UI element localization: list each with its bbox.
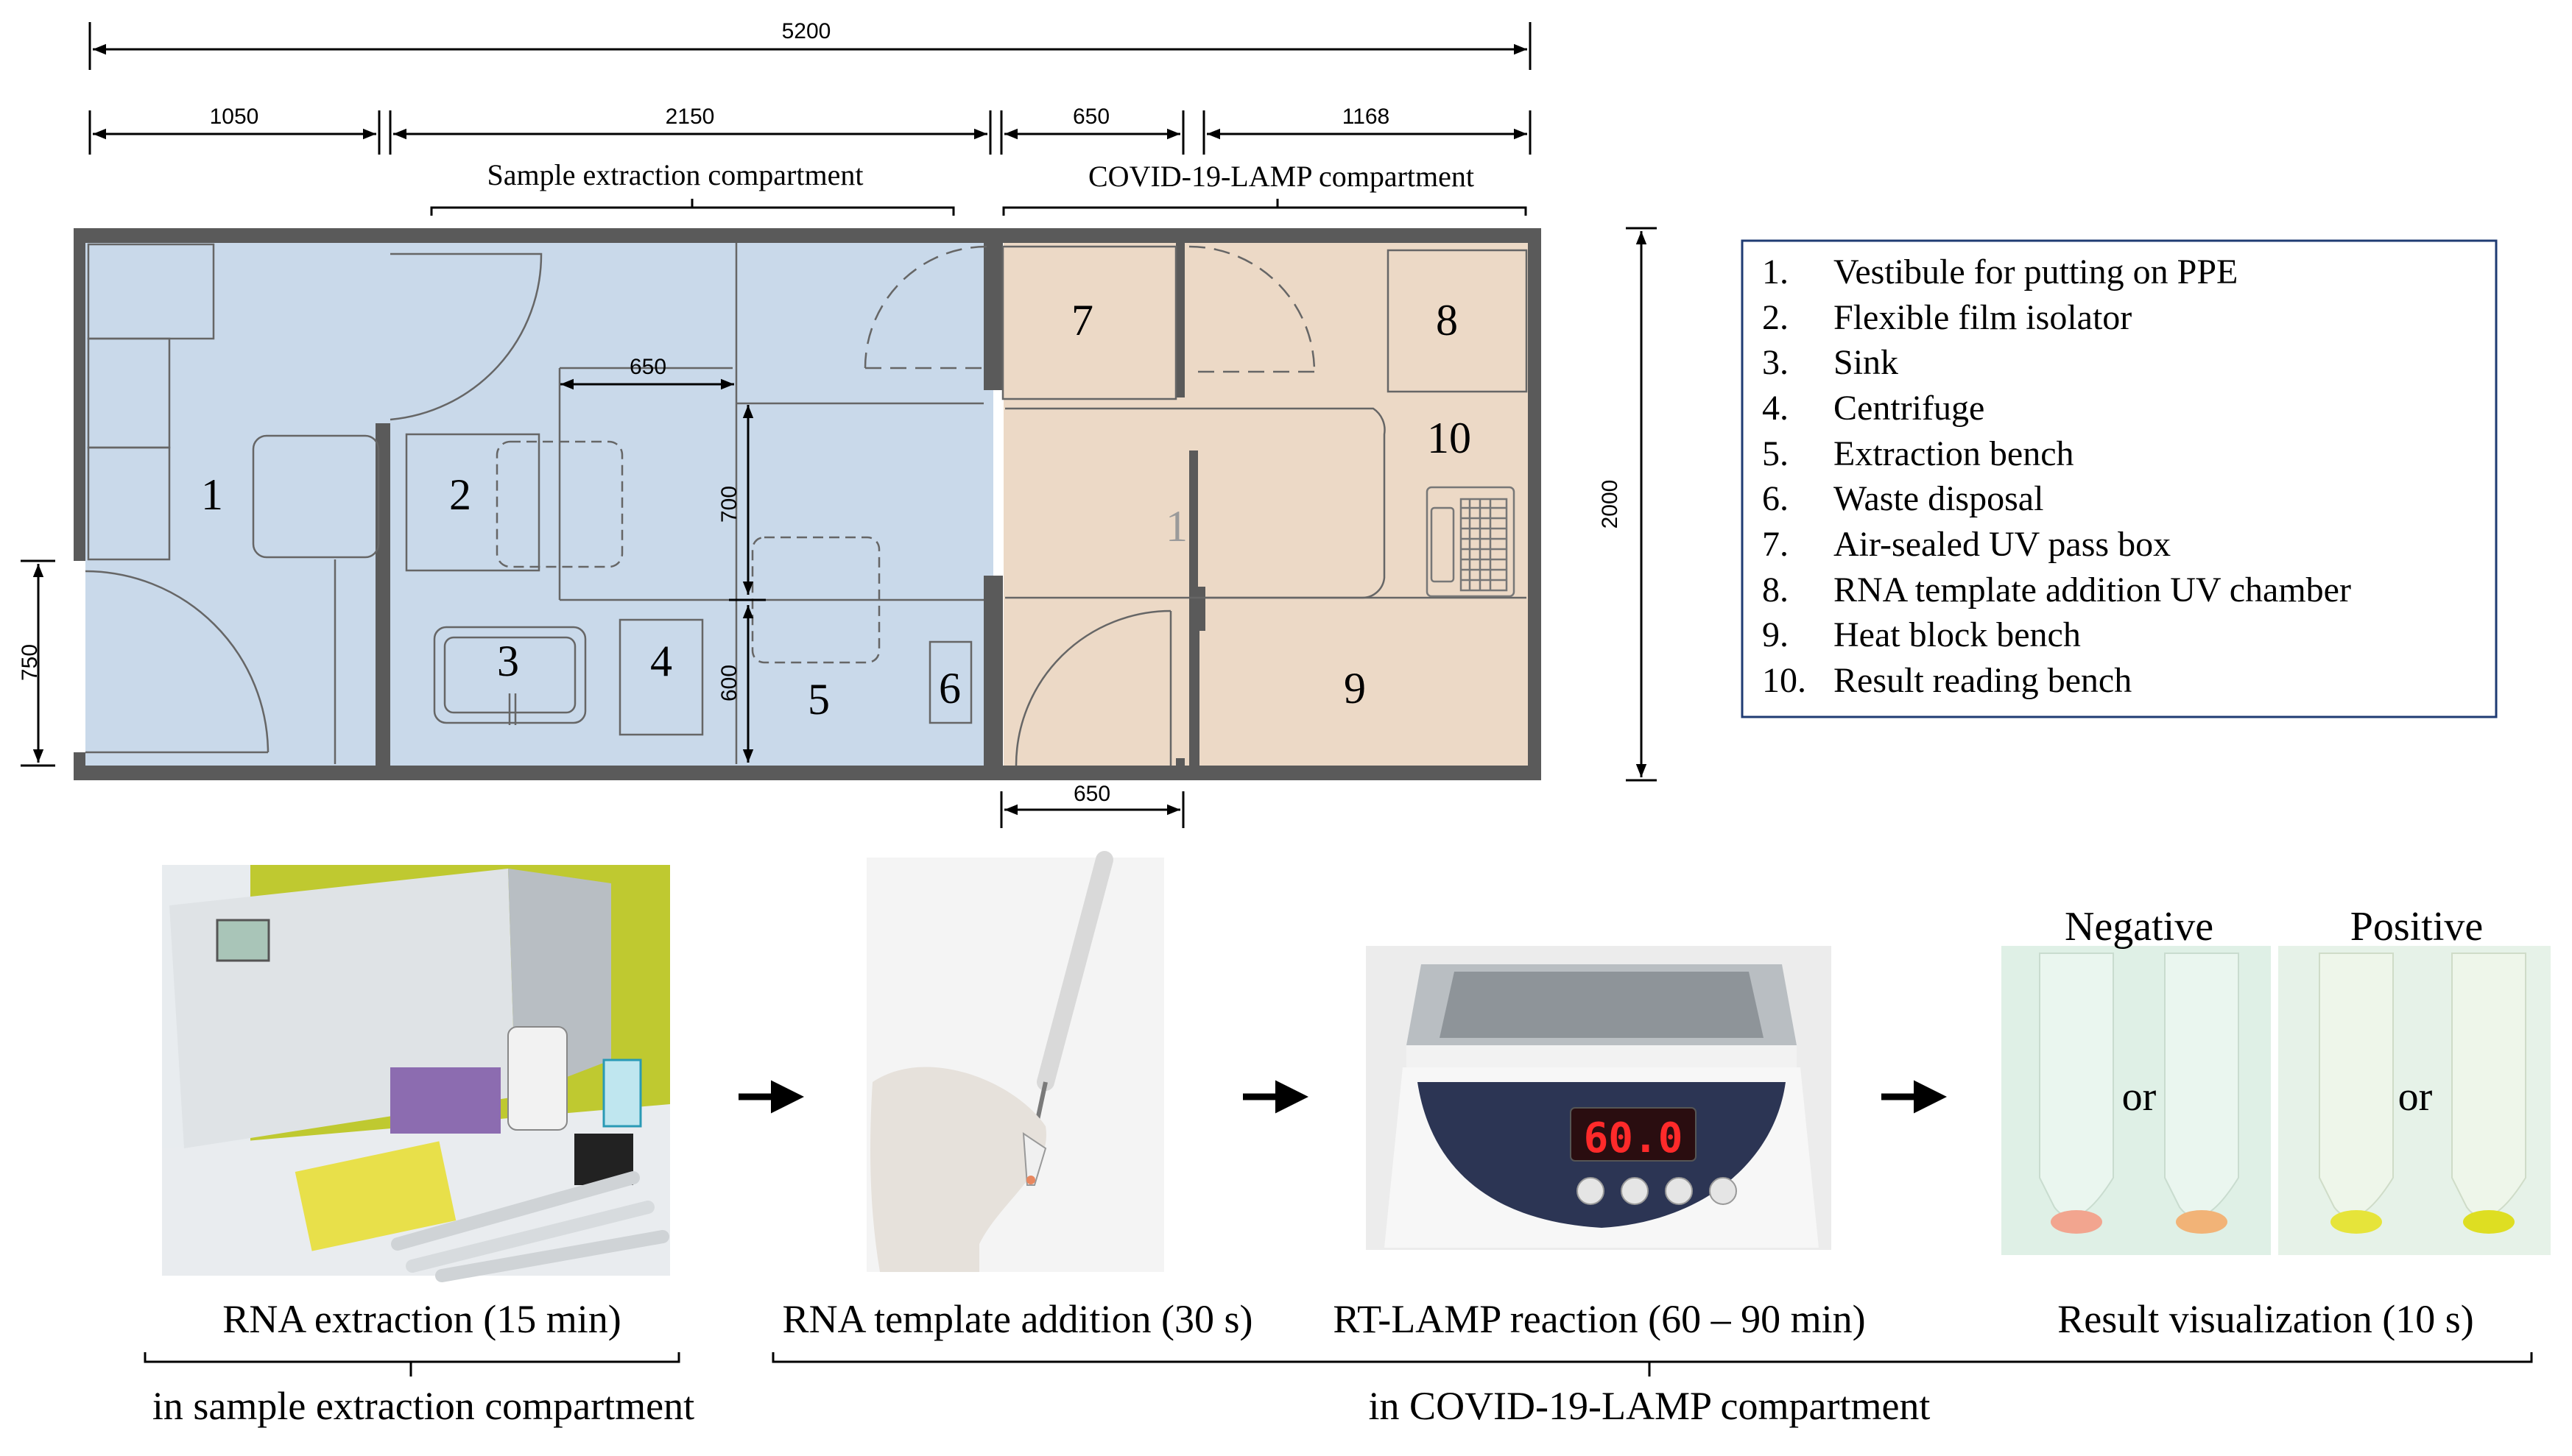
vestibule-fixtures — [85, 243, 380, 764]
group-brackets — [144, 1352, 2533, 1377]
room-number-7: 7 — [1071, 296, 1093, 344]
step3-caption: RT-LAMP reaction (60 – 90 min) — [1333, 1297, 1865, 1341]
dim-door-sample: 650 — [630, 355, 666, 379]
room-number-1: 1 — [201, 470, 223, 519]
sample-compartment-label: Sample extraction compartment — [487, 158, 864, 191]
legend-label-8: RNA template addition UV chamber — [1833, 570, 2351, 609]
photo-result-visualization — [2001, 946, 2551, 1255]
room-number-faded: 1 — [1166, 502, 1188, 551]
legend-num-7: 7. — [1762, 525, 1789, 564]
step4-caption: Result visualization (10 s) — [2057, 1297, 2473, 1341]
dim-height-750: 750 — [18, 644, 42, 681]
photo-rt-lamp-reaction: 60.0 — [1366, 946, 1831, 1250]
dim-height-2000: 2000 — [1598, 480, 1622, 529]
step2-caption: RNA template addition (30 s) — [783, 1297, 1253, 1341]
room-number-10: 10 — [1427, 414, 1471, 462]
legend-label-9: Heat block bench — [1833, 615, 2081, 654]
room-number-5: 5 — [808, 675, 830, 724]
legend-label-10: Result reading bench — [1833, 661, 2132, 700]
lamp-compartment-label: COVID-19-LAMP compartment — [1088, 160, 1474, 193]
legend-num-1: 1. — [1762, 252, 1789, 291]
dim-seg1: 1050 — [210, 105, 259, 129]
legend-num-9: 9. — [1762, 615, 1789, 654]
dim-seg2: 2150 — [666, 105, 715, 129]
room-number-6: 6 — [939, 664, 961, 713]
dim-seg4: 1168 — [1342, 105, 1390, 129]
legend-num-8: 8. — [1762, 570, 1789, 609]
walls — [74, 228, 1541, 780]
legend-label-5: Extraction bench — [1833, 434, 2074, 473]
room-number-2: 2 — [449, 470, 471, 519]
legend-label-6: Waste disposal — [1833, 479, 2043, 518]
dim-height-600: 600 — [717, 665, 741, 702]
dim-seg3: 650 — [1073, 105, 1110, 129]
photo-rna-template-addition — [867, 851, 1164, 1272]
legend-num-10: 10. — [1762, 661, 1806, 700]
dimension-lines — [88, 22, 1532, 216]
laptop-icon — [1426, 486, 1515, 598]
dim-total: 5200 — [782, 19, 831, 43]
step1-caption: RNA extraction (15 min) — [222, 1297, 621, 1341]
legend-num-6: 6. — [1762, 479, 1789, 518]
inner-dimension-lines — [21, 227, 1657, 828]
legend-label-1: Vestibule for putting on PPE — [1833, 252, 2238, 291]
negative-label: Negative — [2065, 904, 2213, 950]
floor-plan: 650 700 600 2000 750 650 1 2 3 4 5 6 7 8… — [18, 227, 1657, 828]
incubator-display: 60.0 — [1584, 1114, 1683, 1162]
lamp-room-fixtures — [1001, 245, 1528, 766]
dim-door-lamp: 650 — [1074, 782, 1110, 806]
room-number-8: 8 — [1436, 296, 1458, 344]
legend-label-4: Centrifuge — [1833, 389, 1984, 428]
extraction-room-fixtures — [390, 243, 987, 764]
dim-height-700: 700 — [717, 486, 741, 523]
positive-label: Positive — [2350, 904, 2483, 950]
group1-caption: in sample extraction compartment — [152, 1384, 694, 1428]
room-number-9: 9 — [1344, 664, 1366, 713]
legend-num-2: 2. — [1762, 298, 1789, 337]
or-label-positive: or — [2398, 1074, 2433, 1120]
legend-num-3: 3. — [1762, 343, 1789, 382]
or-label-negative: or — [2122, 1074, 2157, 1120]
legend-label-7: Air-sealed UV pass box — [1833, 525, 2171, 564]
room-number-4: 4 — [650, 637, 672, 685]
photo-rna-extraction — [162, 865, 670, 1282]
legend-num-5: 5. — [1762, 434, 1789, 473]
group2-caption: in COVID-19-LAMP compartment — [1369, 1384, 1931, 1428]
legend-num-4: 4. — [1762, 389, 1789, 428]
legend-box: 1. Vestibule for putting on PPE 2. Flexi… — [1741, 239, 2498, 718]
legend-label-3: Sink — [1833, 343, 1898, 382]
legend-label-2: Flexible film isolator — [1833, 298, 2132, 337]
room-number-3: 3 — [497, 637, 519, 685]
lamp-room-floor — [1004, 243, 1528, 766]
